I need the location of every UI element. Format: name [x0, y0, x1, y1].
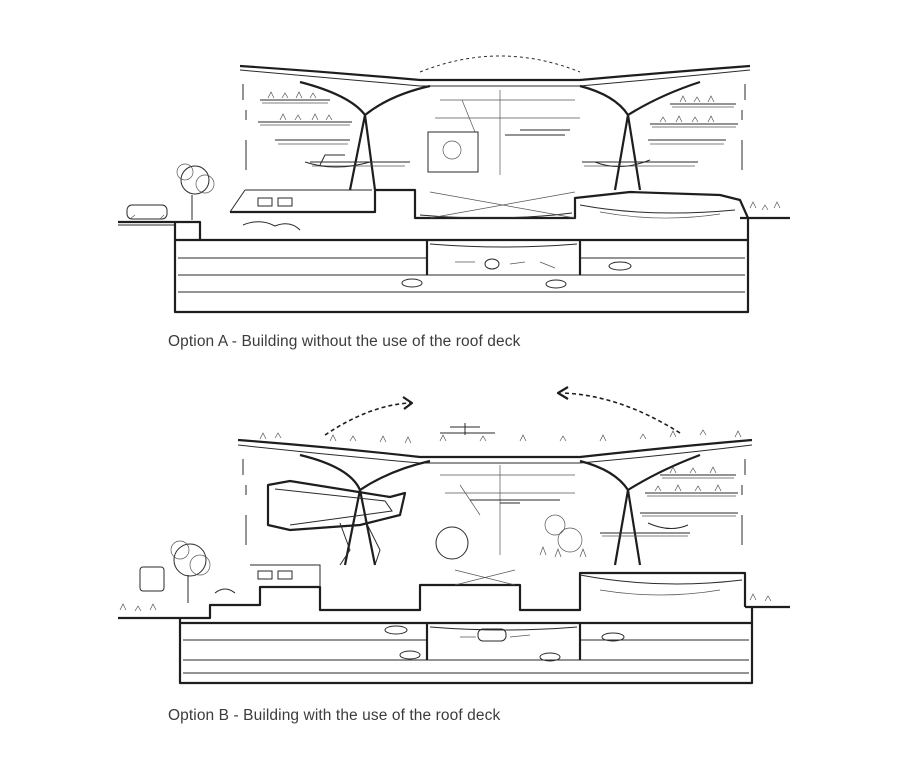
section-svg-option-a: [118, 55, 790, 314]
building-frame: [239, 55, 751, 191]
building-frame: [242, 453, 746, 566]
basement-levels: [173, 218, 750, 314]
basement-levels: [178, 607, 754, 685]
roof-access-arrows: [324, 386, 681, 436]
street-tree: [119, 540, 772, 612]
section-svg-option-b: [118, 386, 790, 685]
roof-deck: [237, 423, 753, 464]
ground-line: [118, 605, 790, 620]
section-drawing-option-b: Option B - Building with the use of the …: [0, 375, 900, 724]
section-drawing-option-a: Option A - Building without the use of t…: [0, 0, 900, 350]
ground-floor: [180, 564, 747, 620]
caption-option-a: Option A - Building without the use of t…: [168, 333, 521, 350]
caption-option-b: Option B - Building with the use of the …: [168, 707, 501, 724]
ground-floor: [175, 188, 750, 240]
street-tree: [126, 163, 781, 220]
